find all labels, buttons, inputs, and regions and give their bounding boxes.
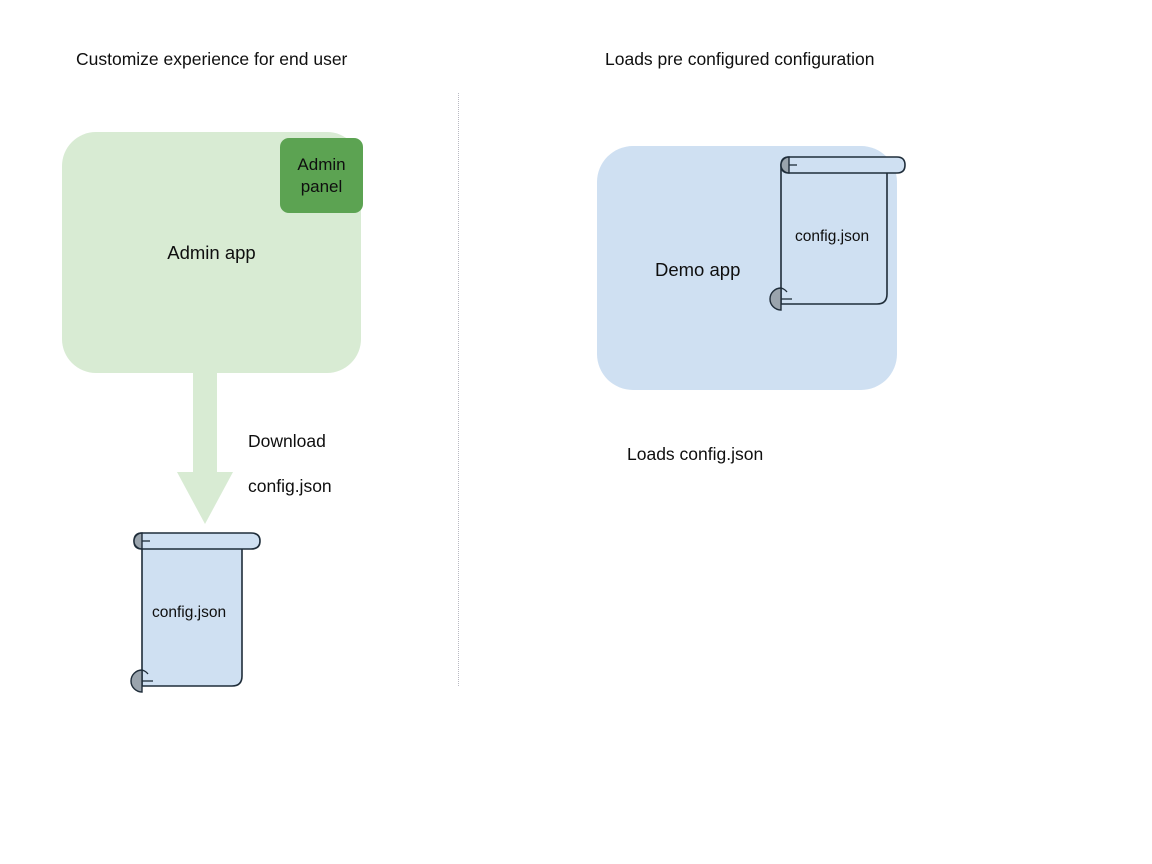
loads-config-caption: Loads config.json xyxy=(627,444,764,464)
admin-app-box[interactable]: Admin app Admin panel xyxy=(62,132,363,373)
config-json-document-left[interactable] xyxy=(118,528,268,693)
right-section-heading: Loads pre configured configuration xyxy=(605,49,875,69)
config-json-document-right[interactable] xyxy=(765,152,915,314)
admin-panel-label-line2: panel xyxy=(300,176,343,196)
download-arrow-icon xyxy=(177,372,233,527)
demo-app-label: Demo app xyxy=(655,259,741,280)
download-arrow-label-line2: config.json xyxy=(248,475,332,496)
config-json-document-right-label: config.json xyxy=(795,228,870,245)
download-arrow-label-line1: Download xyxy=(248,431,326,452)
admin-panel-label: Admin panel xyxy=(297,154,345,198)
download-arrow-label: Download config.json xyxy=(248,408,332,519)
section-divider xyxy=(458,93,459,686)
admin-panel-button[interactable]: Admin panel xyxy=(280,138,363,213)
config-json-document-left-label: config.json xyxy=(152,604,227,621)
left-section-heading: Customize experience for end user xyxy=(76,49,348,69)
admin-panel-label-line1: Admin xyxy=(297,154,346,174)
admin-app-label: Admin app xyxy=(167,242,256,263)
